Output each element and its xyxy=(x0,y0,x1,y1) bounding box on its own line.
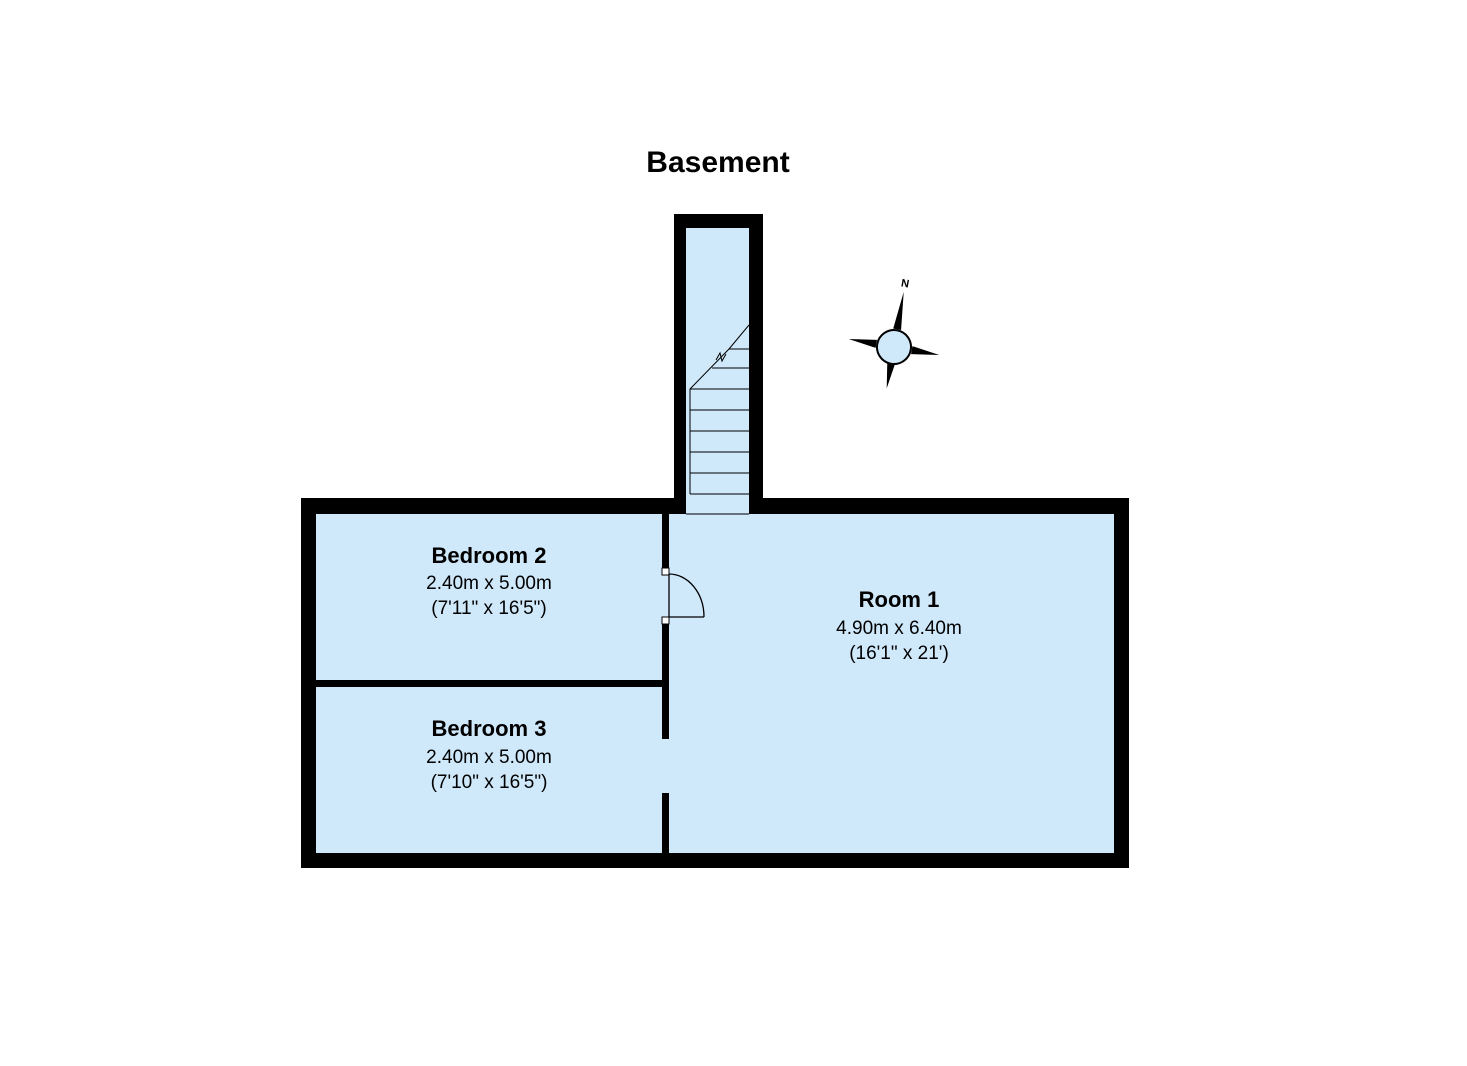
room-name: Bedroom 3 xyxy=(432,716,547,741)
room-dimensions-imperial: (7'11" x 16'5") xyxy=(431,598,546,619)
door-swing-icon xyxy=(668,573,705,618)
compass-needle-south xyxy=(886,362,896,389)
room-label-bedroom-2: Bedroom 2 2.40m x 5.00m (7'11" x 16'5") xyxy=(426,543,552,619)
floor-title: Basement xyxy=(646,146,789,179)
compass-needle-east xyxy=(911,346,940,355)
compass-hub xyxy=(876,329,912,365)
bedroom-divider-wall xyxy=(316,680,668,687)
partition-wall-segment-3 xyxy=(662,793,669,853)
room-dimensions-imperial: (16'1" x 21') xyxy=(849,643,949,664)
partition-wall-segment-1 xyxy=(662,514,669,573)
room-dimensions-imperial: (7'10" x 16'5") xyxy=(431,772,548,793)
room-dimensions-metric: 2.40m x 5.00m xyxy=(426,747,552,768)
door-jamb-bottom xyxy=(661,616,670,625)
room-label-bedroom-3: Bedroom 3 2.40m x 5.00m (7'10" x 16'5") xyxy=(426,716,552,793)
compass-north-label: N xyxy=(900,277,910,290)
room-name: Room 1 xyxy=(859,587,940,612)
partition-wall-segment-2 xyxy=(662,622,669,739)
compass-needle-north xyxy=(893,291,904,330)
room-label-room-1: Room 1 4.90m x 6.40m (16'1" x 21') xyxy=(836,587,962,664)
room-name: Bedroom 2 xyxy=(432,543,547,568)
internal-walls xyxy=(316,514,670,853)
stair-shaft-fill xyxy=(686,228,749,518)
room-dimensions-metric: 2.40m x 5.00m xyxy=(426,573,552,594)
staircase-icon xyxy=(686,324,750,515)
compass-needle-west xyxy=(848,339,877,348)
room-dimensions-metric: 4.90m x 6.40m xyxy=(836,618,962,639)
compass-rose-icon: N xyxy=(848,277,940,389)
door-jamb-top xyxy=(661,567,670,576)
